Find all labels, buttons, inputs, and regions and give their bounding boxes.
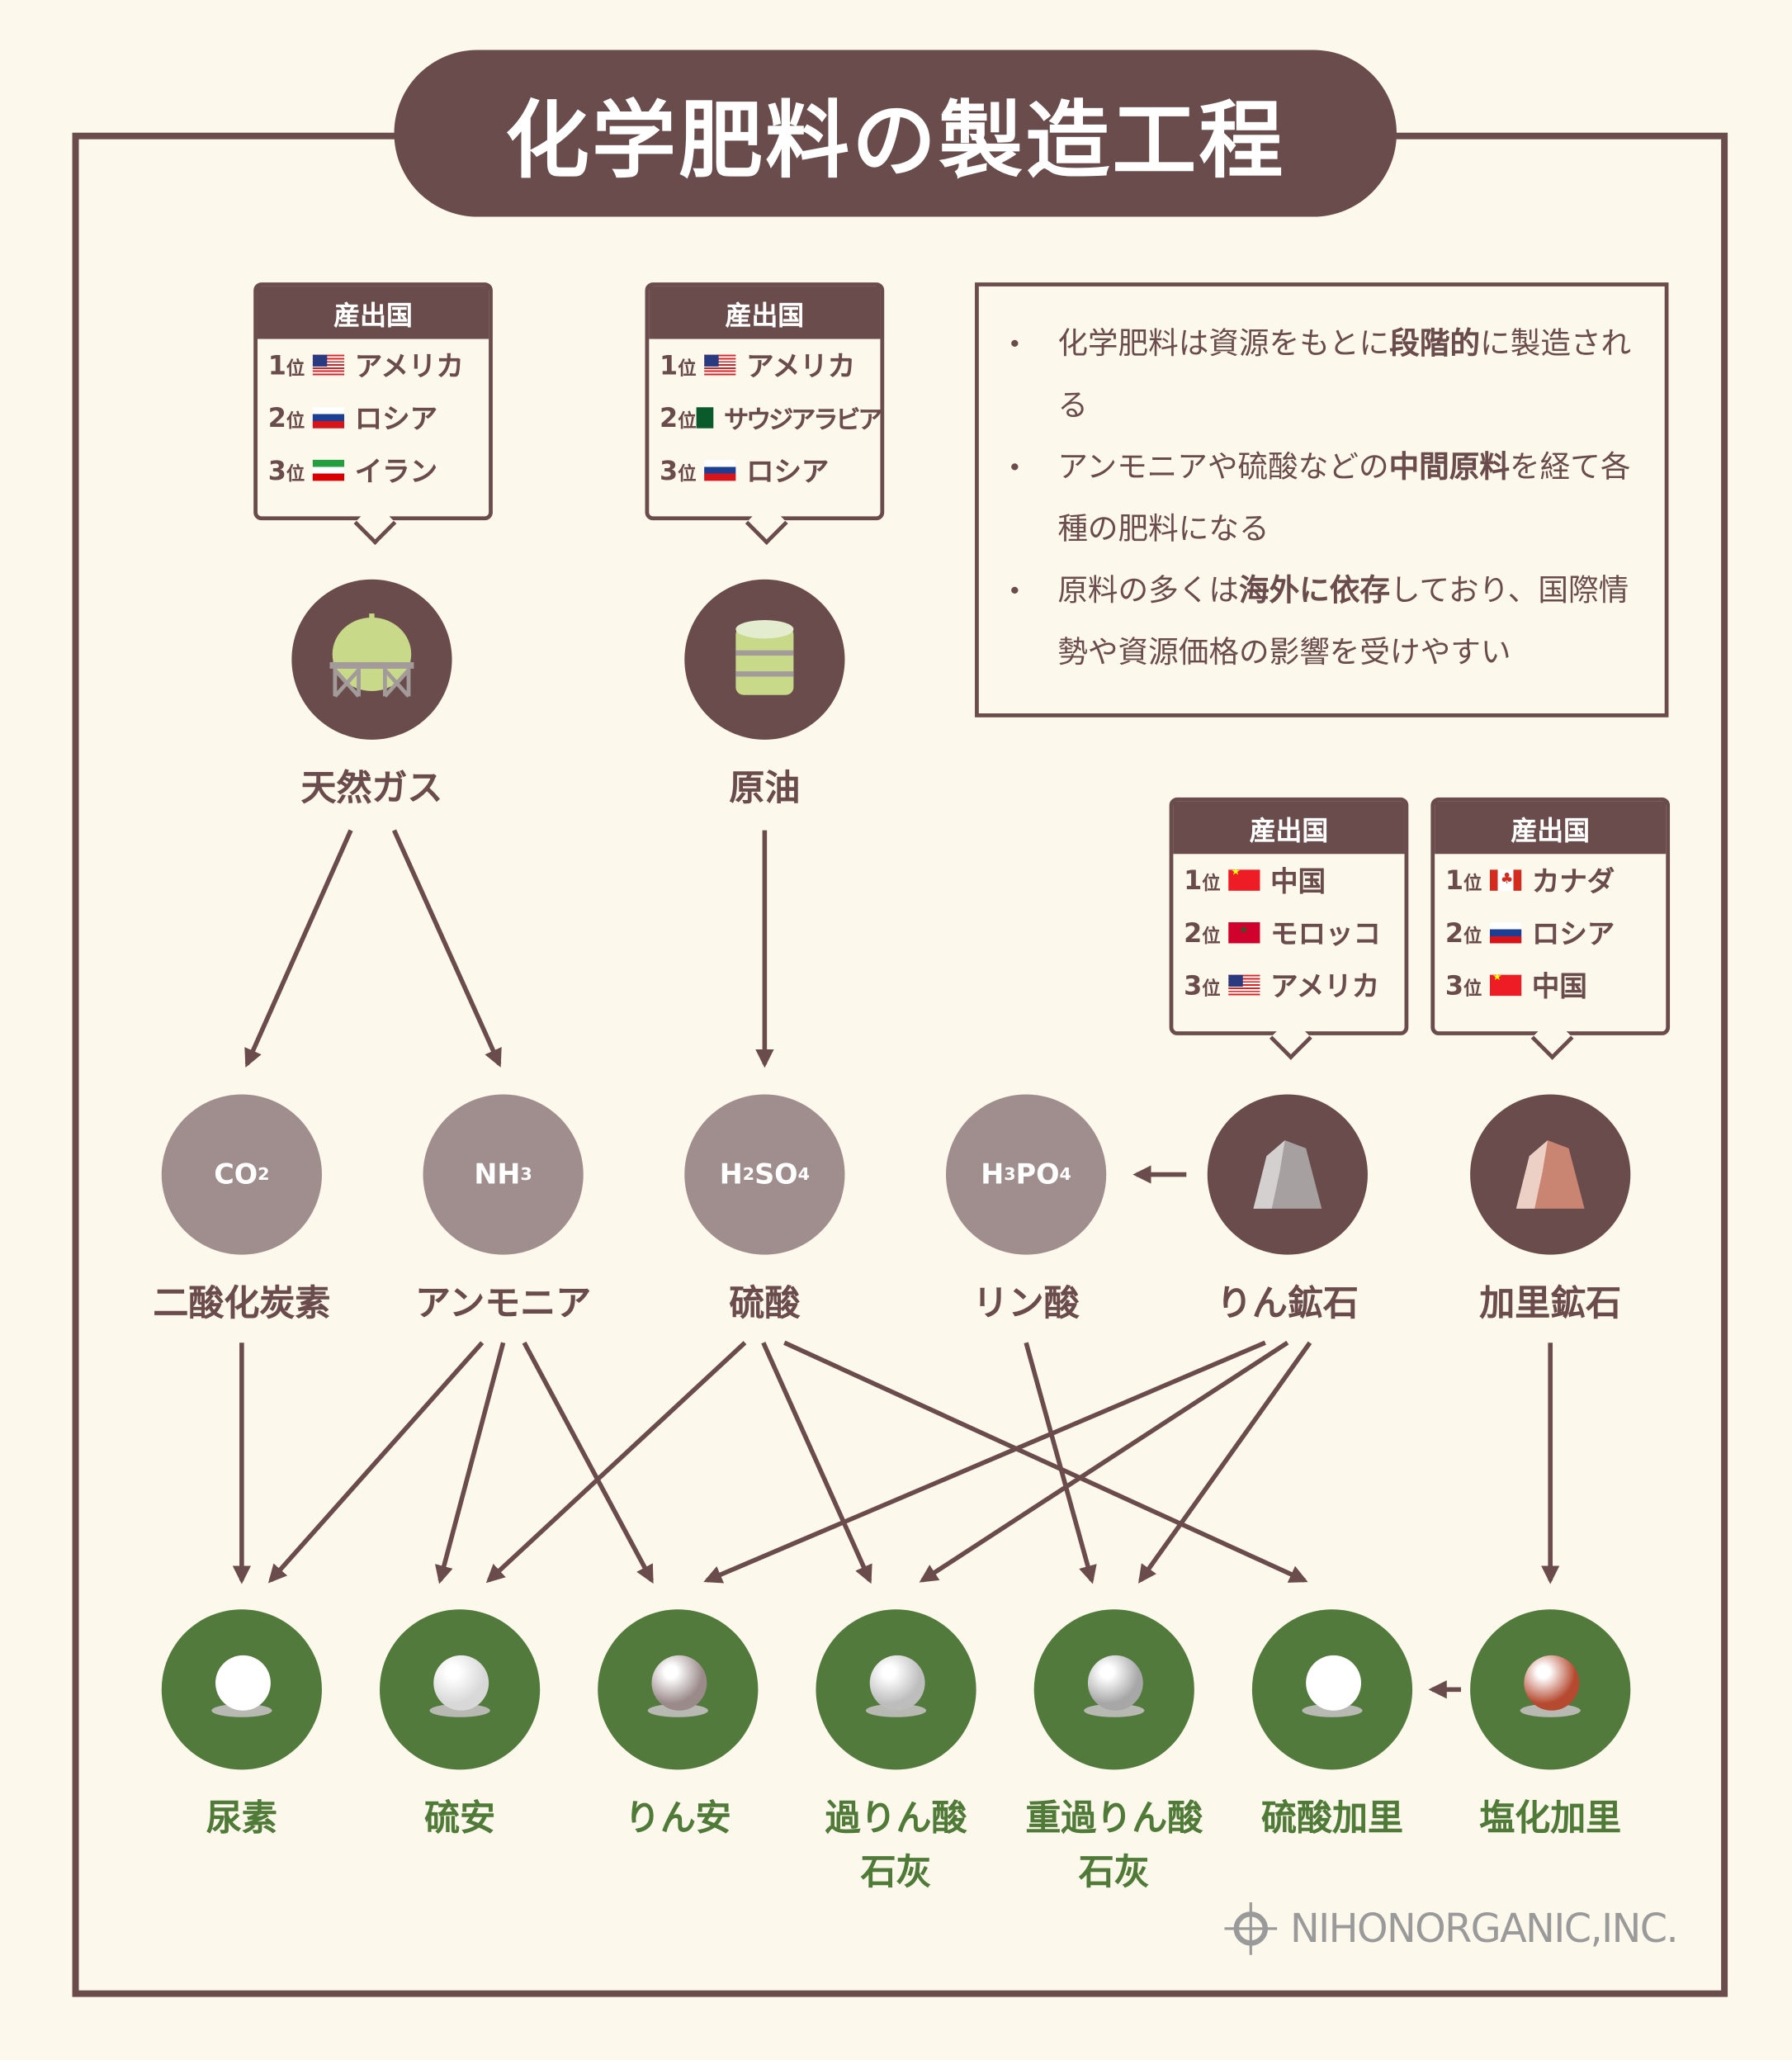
company-logo: NIHONORGANIC,INC.	[1222, 1900, 1679, 1958]
producer-row: 3位アメリカ	[1184, 969, 1380, 1003]
fertilizer-granule-icon	[1511, 1650, 1590, 1729]
producers-header: 産出国	[257, 286, 489, 339]
note-item: アンモニアや硫酸などの中間原料を経て各種の肥料になる	[979, 438, 1665, 561]
arrow-gas-co2	[244, 829, 353, 1068]
ammonium-sulfate-node	[380, 1609, 541, 1770]
potassium-chloride-node	[1470, 1609, 1631, 1770]
superphosphate-node	[816, 1609, 976, 1770]
producer-row: 1位アメリカ	[267, 349, 464, 383]
potash-ore-node	[1470, 1094, 1631, 1255]
crude-oil-node	[684, 579, 845, 740]
fertilizer-granule-icon	[1075, 1650, 1154, 1729]
flag-us-icon	[1228, 974, 1260, 997]
arrow-rock-ssp	[919, 1340, 1289, 1583]
producer-row: 3位イラン	[267, 454, 438, 488]
producer-row: 2位ロシア	[1444, 916, 1615, 950]
arrow-h2so4-sop	[783, 1340, 1308, 1583]
triple-superphosphate-node	[1033, 1609, 1194, 1770]
flag-russia-icon	[312, 407, 345, 429]
producer-row: 3位ロシア	[660, 454, 830, 488]
arrow-h2so4-ssp	[761, 1342, 872, 1584]
producers-header: 産出国	[649, 286, 881, 339]
note-item: 原料の多くは海外に依存しており、国際情勢や資源価格の影響を受けやすい	[979, 561, 1665, 684]
co2-label: 二酸化炭素	[153, 1283, 331, 1324]
arrow-nh3-ammsulf	[435, 1342, 506, 1584]
producer-row: 1位カナダ	[1435, 854, 1666, 907]
arrow-rock-tsp	[1138, 1341, 1312, 1584]
natural-gas-node	[291, 579, 452, 740]
natural-gas-label: 天然ガス	[300, 768, 443, 810]
flag-canada-icon	[1489, 869, 1522, 891]
flag-china-icon	[1228, 869, 1260, 891]
fertilizer-granule-icon	[420, 1650, 499, 1729]
producers-natural-gas: 産出国 1位アメリカ 2位ロシア 3位イラン	[253, 282, 493, 545]
ammonium-phosphate-label: りん安	[624, 1798, 731, 1840]
crude-oil-label: 原油	[729, 768, 801, 810]
producers-crude-oil: 産出国 1位アメリカ 2位サウジアラビア 3位ロシア	[645, 282, 885, 545]
rock-icon	[1253, 1140, 1322, 1209]
rock-icon	[1515, 1140, 1585, 1209]
fertilizer-granule-icon	[857, 1650, 936, 1729]
flag-us-icon	[312, 354, 345, 376]
flag-saudi-arabia-icon	[696, 407, 714, 429]
phosphate-rock-label: りん鉱石	[1216, 1283, 1359, 1324]
arrow-h3po4-tsp	[1024, 1342, 1097, 1584]
producer-row: 2位ロシア	[267, 401, 438, 435]
urea-label: 尿素	[206, 1798, 277, 1840]
flag-iran-icon	[312, 459, 345, 481]
fertilizer-granule-icon	[639, 1650, 718, 1729]
flag-morocco-icon	[1228, 922, 1260, 944]
producers-header: 産出国	[1173, 801, 1405, 855]
producer-row: 1位中国	[1173, 854, 1404, 907]
nh3-label: アンモニア	[415, 1283, 592, 1324]
triple-superphosphate-label: 重過りん酸石灰	[1025, 1798, 1203, 1893]
producer-row: 3位中国	[1435, 959, 1666, 1012]
flag-russia-icon	[704, 459, 736, 481]
ammonium-phosphate-node	[598, 1609, 759, 1770]
h3po4-label: リン酸	[972, 1283, 1080, 1324]
producer-row: 2位サウジアラビア	[660, 401, 883, 434]
oil-barrel-icon	[735, 620, 794, 695]
gas-tank-icon	[329, 613, 414, 698]
flag-russia-icon	[1489, 922, 1522, 944]
summary-notes: 化学肥料は資源をもとに段階的に製造される アンモニアや硫酸などの中間原料を経て各…	[975, 282, 1669, 717]
potassium-sulfate-label: 硫酸加里	[1261, 1798, 1403, 1840]
fertilizer-granule-icon	[1293, 1650, 1372, 1729]
urea-node	[161, 1609, 322, 1770]
arrow-nh3-map	[522, 1341, 654, 1584]
ammonium-sulfate-label: 硫安	[424, 1798, 496, 1840]
flag-china-icon	[1489, 974, 1522, 997]
flag-us-icon	[704, 354, 736, 376]
page-title: 化学肥料の製造工程	[394, 50, 1397, 217]
logo-mark-icon	[1224, 1902, 1278, 1955]
phosphate-rock-node	[1207, 1094, 1368, 1255]
producer-row: 2位モロッコ	[1173, 907, 1404, 959]
arrow-gas-nh3	[391, 829, 502, 1068]
fertilizer-granule-icon	[202, 1650, 281, 1729]
superphosphate-label: 過りん酸石灰	[825, 1798, 967, 1893]
potassium-sulfate-node	[1251, 1609, 1413, 1770]
potassium-chloride-label: 塩化加里	[1479, 1798, 1622, 1840]
h2so4-label: 硫酸	[729, 1283, 801, 1324]
note-item: 化学肥料は資源をもとに段階的に製造される	[979, 314, 1665, 438]
producer-row: 1位アメリカ	[660, 349, 856, 383]
potash-ore-label: 加里鉱石	[1479, 1283, 1622, 1324]
arrow-nh3-urea	[267, 1341, 485, 1584]
arrow-h2so4-ammsulf	[485, 1341, 747, 1584]
arrow-rock-map	[703, 1340, 1266, 1584]
producers-header: 産出国	[1435, 801, 1667, 855]
